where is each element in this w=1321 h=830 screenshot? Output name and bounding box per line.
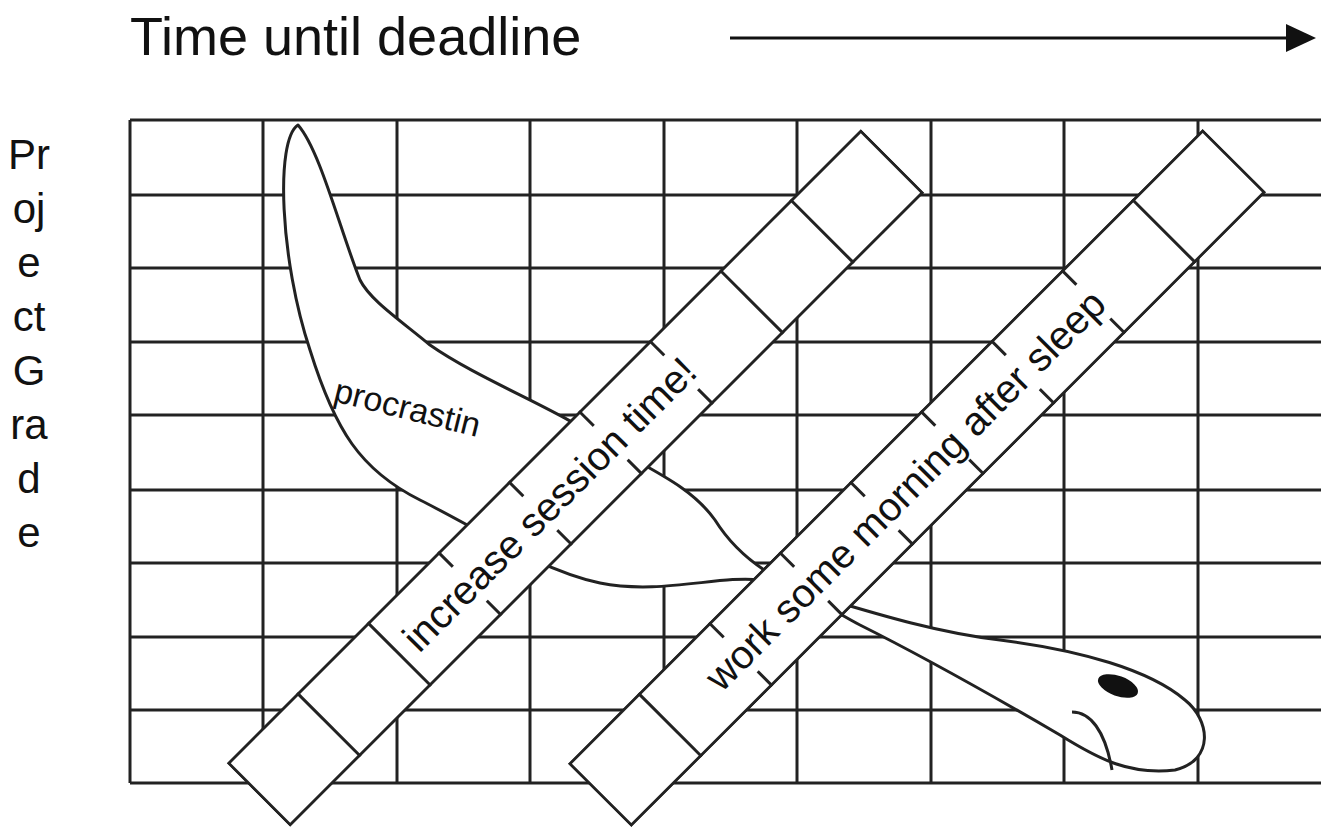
snake-mouth bbox=[1072, 712, 1112, 770]
axis-label: Project Grade bbox=[8, 128, 50, 560]
ladder-rails bbox=[229, 131, 923, 825]
ladder-rung bbox=[720, 269, 784, 333]
ladder-rung bbox=[1132, 199, 1196, 263]
snake-eye bbox=[1095, 669, 1141, 702]
ladder-rails bbox=[569, 130, 1263, 824]
ladder-rung bbox=[638, 693, 702, 757]
ladder-rung bbox=[297, 692, 361, 756]
axis-title: Time until deadline bbox=[130, 4, 581, 68]
ladder-rung bbox=[790, 199, 854, 263]
